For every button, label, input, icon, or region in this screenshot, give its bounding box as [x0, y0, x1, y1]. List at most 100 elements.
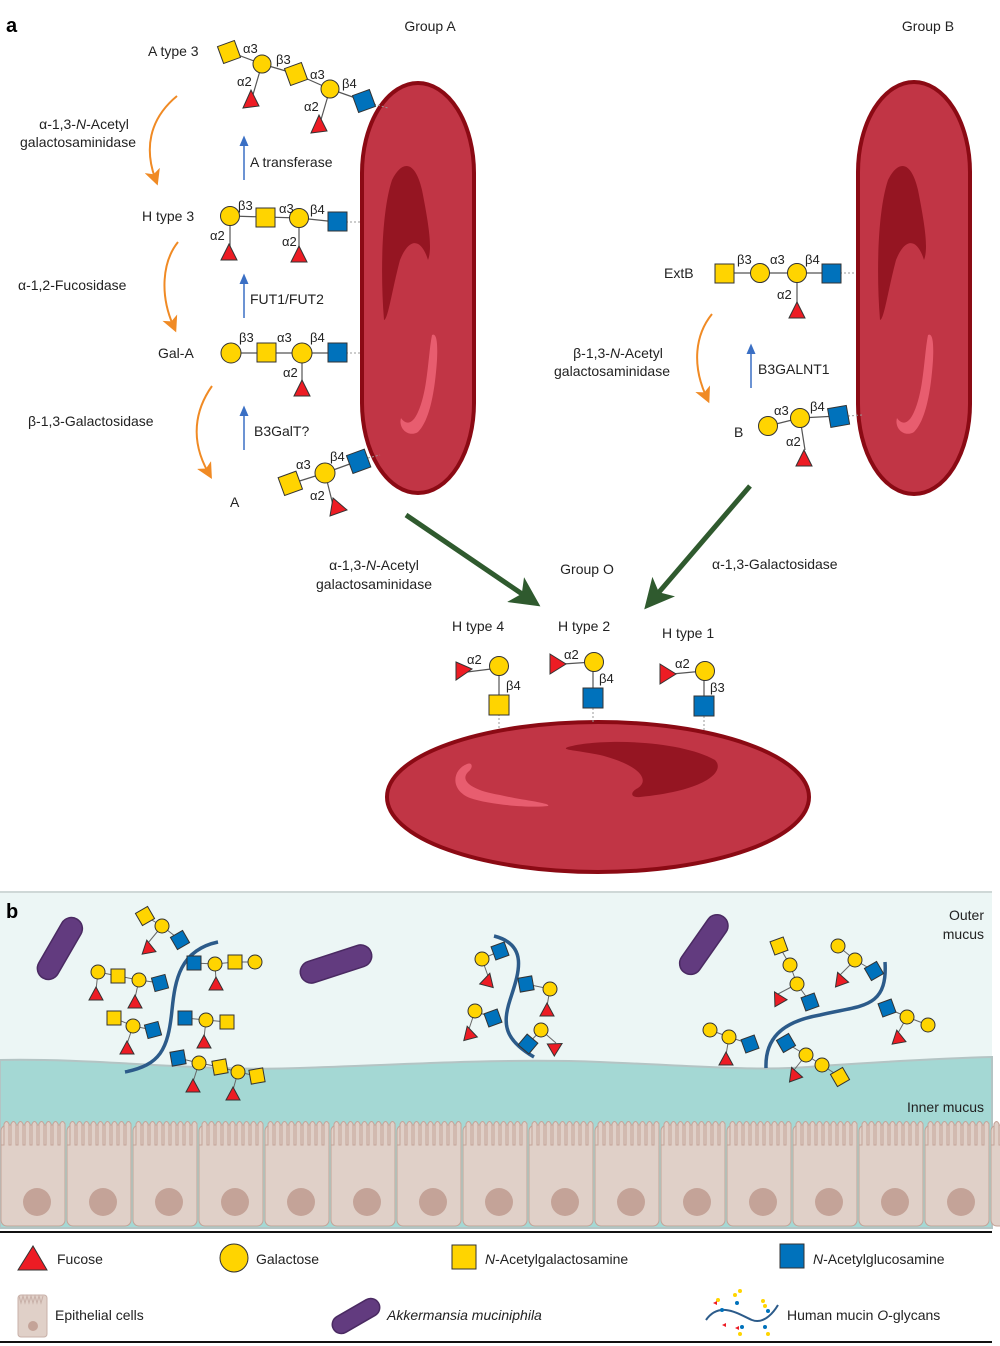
galactose-icon: [90, 964, 106, 980]
fucose-icon: [185, 1077, 201, 1093]
enzyme-label: B3GALNT1: [758, 361, 830, 377]
outer-mucus-label: Outer: [949, 907, 984, 923]
glcnac-icon: [863, 960, 885, 982]
galnac-icon: [110, 968, 126, 984]
linkage: α2: [210, 228, 225, 243]
galnac-icon: [134, 905, 156, 927]
legend-item-fucose: Fucose: [17, 1245, 103, 1271]
fucose-icon: [773, 991, 789, 1008]
red-blood-cell-group-a: [360, 81, 476, 495]
legend: Fucose Galactose N-Acetylgalactosamine N…: [0, 1231, 992, 1343]
epithelial-cell: [726, 1121, 792, 1227]
degradation-arrow: [195, 385, 213, 479]
linkage: β4: [310, 202, 325, 217]
linkage: β4: [805, 252, 820, 267]
galactose-icon: [702, 1022, 718, 1038]
linkage: β3: [276, 52, 291, 67]
nucleus-icon: [947, 1188, 975, 1216]
nucleus-icon: [287, 1188, 315, 1216]
galnac-icon: [106, 1010, 122, 1026]
fucose-icon: [788, 1066, 804, 1083]
enzyme-label: B3GalT?: [254, 423, 309, 439]
epithelial-cell: [198, 1121, 264, 1227]
linkage: β3: [710, 680, 725, 695]
fucose-icon: [834, 971, 850, 988]
mucin-glycans: [88, 905, 936, 1101]
glcnac-icon: [186, 955, 202, 971]
linkage: β3: [737, 252, 752, 267]
linkage: α2: [467, 652, 482, 667]
galactose-icon: [154, 918, 170, 934]
glcnac-icon: [517, 1033, 539, 1055]
nucleus-icon: [815, 1188, 843, 1216]
epithelial-cell: [792, 1121, 858, 1227]
galactose-icon: [207, 956, 223, 972]
fucose-icon: [546, 1042, 563, 1058]
group-b-title: Group B: [902, 18, 954, 34]
fucose-icon: [478, 972, 494, 989]
structure-label: H type 4: [452, 618, 504, 634]
fucose-icon: [891, 1029, 907, 1045]
galactose-icon: [191, 1055, 207, 1071]
enzyme-label: β-1,3-N-Acetyl: [573, 345, 663, 361]
fucose-icon: [17, 1245, 48, 1271]
linkage: β4: [506, 678, 521, 693]
galactose-icon: [247, 954, 263, 970]
linkage: β3: [238, 198, 253, 213]
panel-a-label: a: [6, 15, 18, 37]
galactose-icon: [198, 1012, 214, 1028]
legend-item-galactose: Galactose: [219, 1243, 319, 1273]
bacterium-icon: [331, 1297, 381, 1335]
epithelial-cell: [0, 1121, 66, 1227]
glcnac-icon: [150, 973, 170, 993]
nucleus-icon: [89, 1188, 117, 1216]
structure-label: H type 1: [662, 625, 714, 641]
nucleus-icon: [683, 1188, 711, 1216]
enzyme-label: galactosaminidase: [554, 363, 670, 379]
legend-item-akkermansia: Akkermansia muciniphila: [331, 1297, 542, 1335]
legend-label: Fucose: [57, 1251, 103, 1267]
epithelial-cell: [924, 1121, 990, 1227]
mucin-glycan-icon: [705, 1289, 779, 1336]
epithelial-cell: [396, 1121, 462, 1227]
enzyme-label: A transferase: [250, 154, 333, 170]
structure-label: A: [230, 494, 240, 510]
fucose-icon: [208, 975, 224, 991]
galactose-icon: [533, 1022, 549, 1038]
galactose-icon: [789, 976, 805, 992]
structure-label: Gal-A: [158, 345, 194, 361]
galactose-icon: [219, 1243, 249, 1273]
nucleus-icon: [749, 1188, 777, 1216]
fucose-icon: [539, 1001, 555, 1017]
fucose-icon: [127, 993, 143, 1009]
galactose-icon: [467, 1003, 483, 1019]
galactose-icon: [542, 981, 558, 997]
galactose-icon: [814, 1057, 830, 1073]
epithelial-cell: [66, 1121, 132, 1227]
epithelial-cell: [528, 1121, 594, 1227]
legend-label: Human mucin O-glycans: [787, 1307, 940, 1323]
red-blood-cell-group-o: [385, 720, 811, 874]
glcnac-icon: [517, 975, 535, 993]
linkage: α2: [310, 488, 325, 503]
glcnac-icon: [775, 1032, 797, 1054]
mucin-backbone: [764, 961, 887, 1069]
legend-label: N-Acetylglucosamine: [813, 1251, 945, 1267]
galactose-icon: [782, 957, 798, 973]
glycan-h-type-1: H type 1 α2 β3: [659, 625, 725, 730]
nucleus-icon: [23, 1188, 51, 1216]
glcnac-icon: [177, 1010, 193, 1026]
group-a-title: Group A: [404, 18, 456, 34]
galnac-icon: [227, 954, 243, 970]
galactose-icon: [131, 972, 147, 988]
nucleus-icon: [221, 1188, 249, 1216]
structure-label: H type 3: [142, 208, 194, 224]
enzyme-label: α-1,3-N-Acetyl: [329, 557, 419, 573]
degradation-arrow: [695, 313, 713, 404]
glcnac-icon: [169, 929, 191, 951]
linkage: β4: [310, 330, 325, 345]
enzyme-label: α-1,2-Fucosidase: [18, 277, 127, 293]
nucleus-icon: [881, 1188, 909, 1216]
fucose-icon: [718, 1050, 734, 1066]
linkage: α2: [282, 234, 297, 249]
